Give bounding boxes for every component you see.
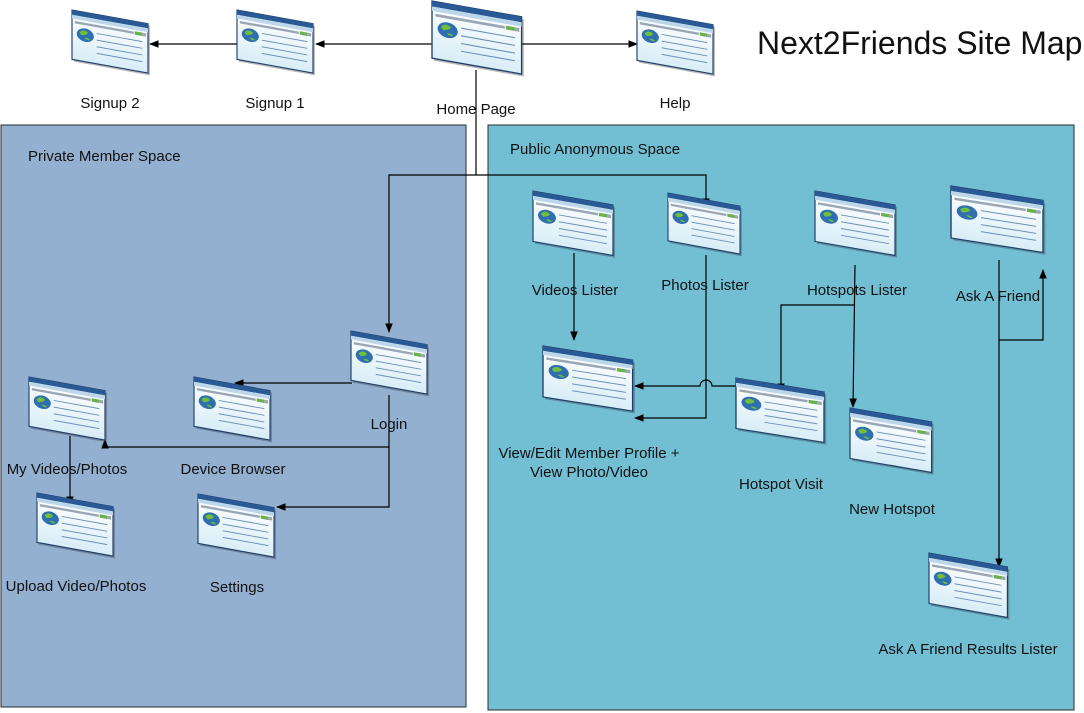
label-ask-a-friend: Ask A Friend: [956, 288, 1040, 305]
label-my-videos-photos: My Videos/Photos: [7, 461, 128, 478]
private-zone-label: Private Member Space: [28, 148, 181, 165]
help-icon[interactable]: [636, 10, 716, 77]
label-signup1: Signup 1: [245, 95, 304, 112]
connectors: [66, 40, 1047, 568]
label-videos-lister: Videos Lister: [532, 282, 618, 299]
diagram-title: Next2Friends Site Map: [757, 25, 1082, 61]
label-help: Help: [660, 95, 691, 112]
label-device-browser: Device Browser: [180, 461, 285, 478]
label-home-page: Home Page: [436, 101, 515, 118]
label-settings: Settings: [210, 579, 264, 596]
label-new-hotspot: New Hotspot: [849, 501, 936, 518]
label-hotspot-visit: Hotspot Visit: [739, 476, 824, 493]
home-page-icon[interactable]: [431, 0, 525, 78]
label-hotspots-lister: Hotspots Lister: [807, 282, 907, 299]
signup2-icon[interactable]: [71, 9, 151, 76]
label-member-profile-line2: View Photo/Video: [530, 464, 648, 481]
label-upload-video-photos: Upload Video/Photos: [6, 578, 147, 595]
label-member-profile-line1: View/Edit Member Profile +: [498, 445, 679, 462]
label-photos-lister: Photos Lister: [661, 277, 749, 294]
label-ask-a-friend-results: Ask A Friend Results Lister: [878, 641, 1057, 658]
signup1-icon[interactable]: [236, 9, 316, 76]
public-zone-label: Public Anonymous Space: [510, 141, 680, 158]
page-labels: Signup 2 Signup 1 Home Page Help Login M…: [6, 95, 1058, 658]
label-signup2: Signup 2: [80, 95, 139, 112]
label-login: Login: [371, 416, 408, 433]
